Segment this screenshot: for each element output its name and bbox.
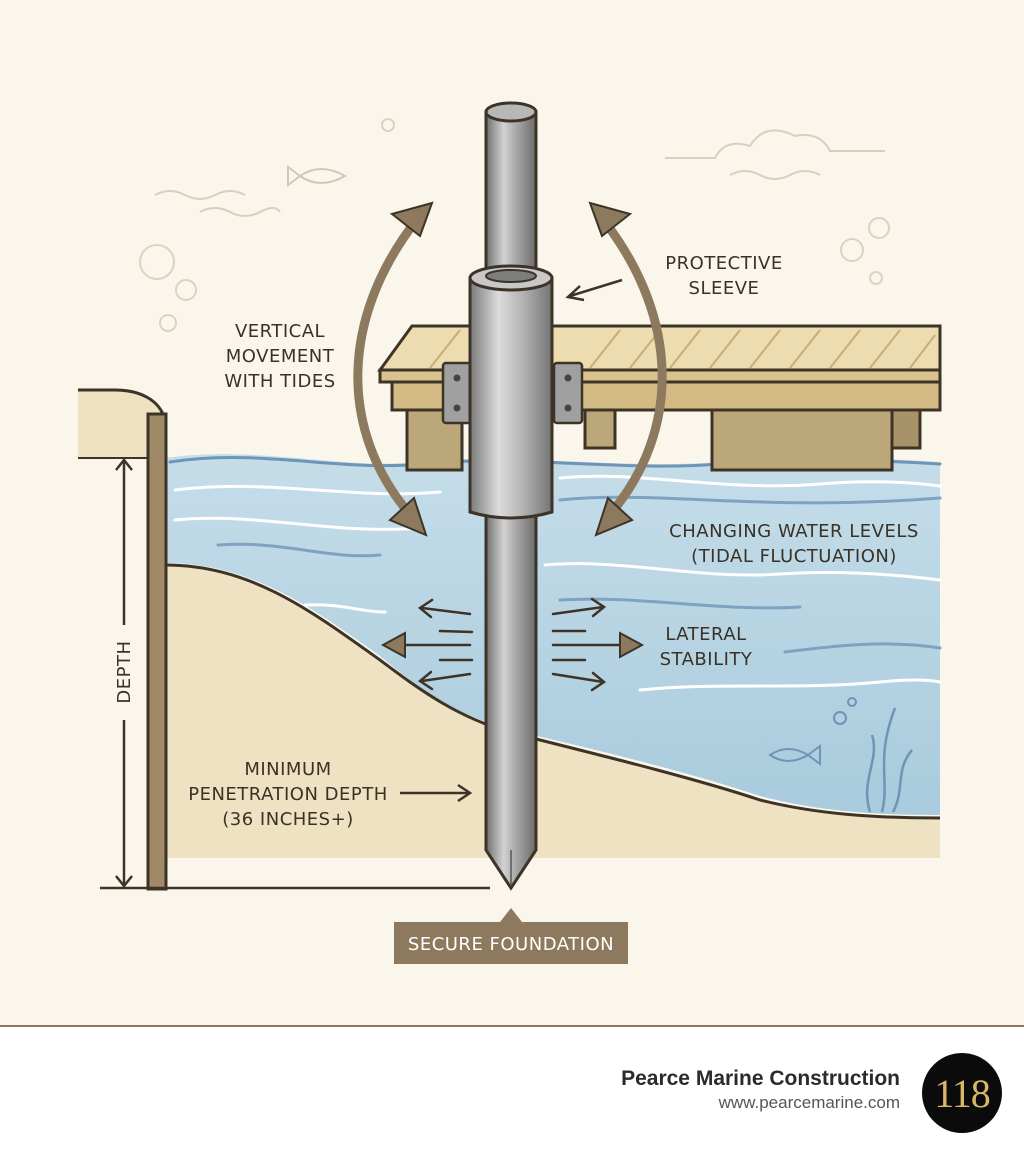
tide-arrow-right	[588, 201, 667, 537]
seaweed-icon	[865, 707, 913, 813]
lateral-arrowhead-right	[619, 631, 645, 659]
label-depth: DEPTH	[114, 640, 135, 703]
decorative-waves	[154, 129, 885, 217]
footer: Pearce Marine Construction www.pearcemar…	[0, 1025, 1024, 1156]
water-lines	[168, 456, 942, 692]
fish-icon	[768, 744, 821, 766]
mounting-brackets	[441, 361, 584, 425]
company-url[interactable]: www.pearcemarine.com	[718, 1093, 900, 1112]
lateral-arrows-right	[551, 597, 627, 692]
company-name: Pearce Marine Construction	[621, 1067, 900, 1090]
foundation-pointer	[500, 908, 522, 922]
lateral-arrows-left	[396, 598, 474, 691]
lateral-arrowhead-left	[380, 631, 406, 659]
badge-logo: 118	[922, 1053, 1002, 1133]
protective-sleeve	[468, 264, 554, 520]
label-water-levels: CHANGING WATER LEVELS(TIDAL FLUCTUATION)	[669, 521, 919, 567]
bubbles-icon	[139, 118, 890, 332]
sand-layer	[165, 565, 940, 858]
deck-boards	[429, 329, 936, 369]
depth-pointer-arrow	[400, 783, 473, 803]
tide-arrow-left	[353, 201, 434, 537]
fish-icon	[287, 165, 348, 187]
sleeve-pointer-arrow	[565, 278, 623, 302]
label-secure-foundation: SECURE FOUNDATION	[408, 934, 614, 955]
depth-dimension	[100, 457, 490, 890]
bubbles-icon	[833, 697, 857, 725]
bulkhead-wall	[78, 388, 168, 891]
water-body	[165, 454, 940, 815]
secure-foundation-box	[394, 922, 628, 964]
